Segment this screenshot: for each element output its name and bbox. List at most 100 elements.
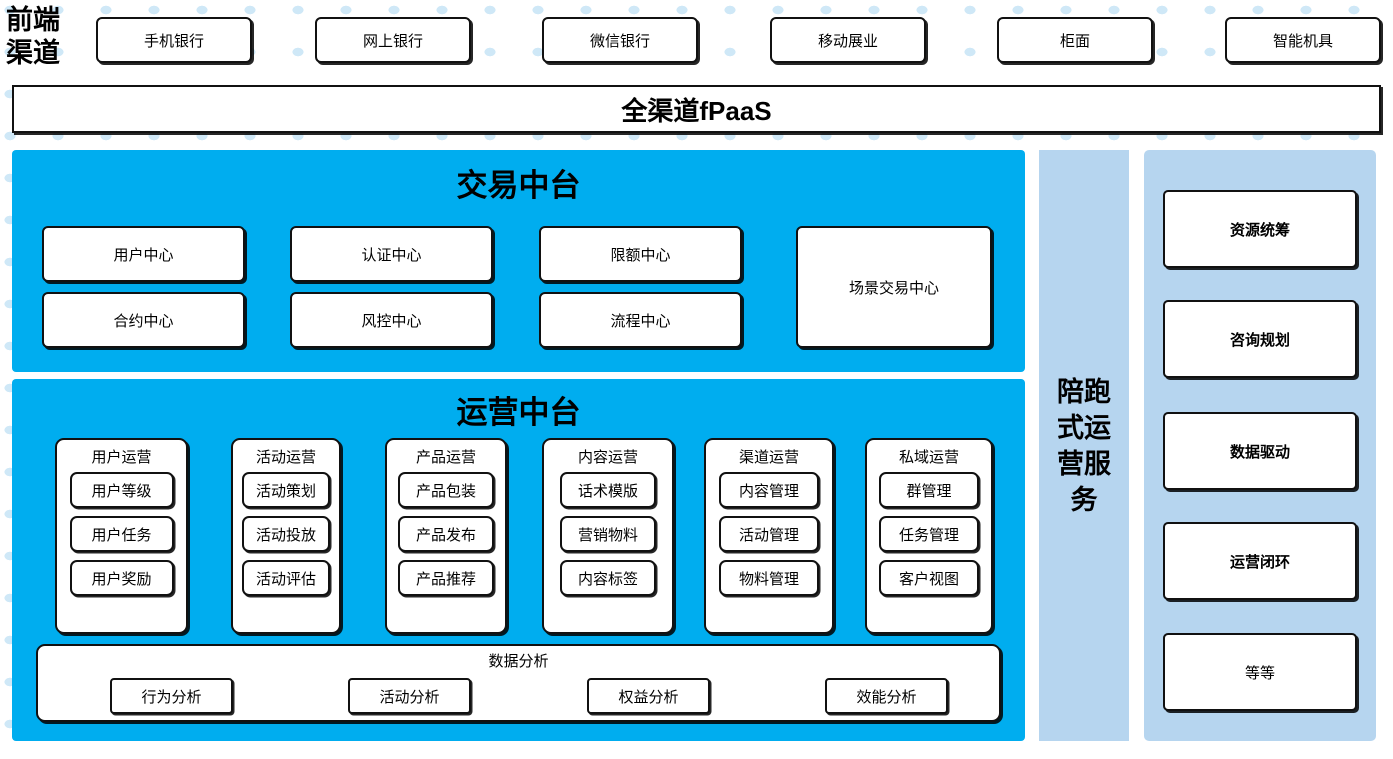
trade-box-auth-center[interactable]: 认证中心 xyxy=(290,226,493,282)
ops-item[interactable]: 任务管理 xyxy=(879,516,979,552)
ops-item[interactable]: 内容标签 xyxy=(560,560,656,596)
omnichannel-fpaas-label: 全渠道fPaaS xyxy=(621,95,772,126)
trade-box-process-center[interactable]: 流程中心 xyxy=(539,292,742,348)
data-analysis-item-label: 活动分析 xyxy=(379,688,440,706)
ops-column-private-domain-ops: 私域运营 群管理 任务管理 客户视图 xyxy=(865,438,993,634)
ops-item-label: 活动投放 xyxy=(255,526,316,544)
trade-box-label: 限额中心 xyxy=(610,246,671,264)
capability-box-label: 咨询规划 xyxy=(1229,331,1290,349)
ops-platform-title: 运营中台 xyxy=(456,395,581,430)
ops-item[interactable]: 产品推荐 xyxy=(398,560,494,596)
trade-box-label: 认证中心 xyxy=(361,246,422,264)
channel-item-label: 微信银行 xyxy=(589,32,650,50)
ops-item-label: 用户等级 xyxy=(91,482,152,500)
capability-box-label: 数据驱动 xyxy=(1229,443,1290,461)
ops-column-channel-ops: 渠道运营 内容管理 活动管理 物料管理 xyxy=(704,438,834,634)
data-analysis-item-behavior[interactable]: 行为分析 xyxy=(110,678,233,714)
channel-item-counter[interactable]: 柜面 xyxy=(997,17,1153,63)
ops-item[interactable]: 用户奖励 xyxy=(69,560,174,596)
ops-item[interactable]: 活动评估 xyxy=(242,560,330,596)
channel-item-label: 网上银行 xyxy=(362,32,423,50)
capability-box-label: 等等 xyxy=(1244,664,1275,682)
ops-item-label: 用户奖励 xyxy=(91,570,152,588)
accompanying-operation-service-label: 陪跑式运营服务 xyxy=(1057,376,1111,515)
capability-box-etc[interactable]: 等等 xyxy=(1163,633,1357,711)
channel-item-online-bank[interactable]: 网上银行 xyxy=(315,17,471,63)
front-end-channel-label-line-2: 渠道 xyxy=(6,38,60,68)
ops-column-title: 产品运营 xyxy=(415,449,476,466)
data-analysis-item-label: 效能分析 xyxy=(856,688,917,706)
ops-column-content-ops: 内容运营 话术模版 营销物料 内容标签 xyxy=(542,438,674,634)
ops-item[interactable]: 产品发布 xyxy=(398,516,494,552)
ops-item-label: 物料管理 xyxy=(738,570,799,588)
data-analysis-title: 数据分析 xyxy=(488,653,549,670)
data-analysis-item-rights[interactable]: 权益分析 xyxy=(587,678,710,714)
ops-item-label: 群管理 xyxy=(906,482,952,500)
trade-platform-panel: 交易中台 用户中心 认证中心 限额中心 合约中心 风控中心 流程中心 场景交易中… xyxy=(12,150,1025,372)
ops-item[interactable]: 产品包装 xyxy=(398,472,494,508)
channel-item-mobile-business[interactable]: 移动展业 xyxy=(770,17,926,63)
ops-column-user-ops: 用户运营 用户等级 用户任务 用户奖励 xyxy=(55,438,188,634)
capability-box-label: 运营闭环 xyxy=(1229,553,1290,571)
ops-item[interactable]: 活动策划 xyxy=(242,472,330,508)
ops-item-label: 产品包装 xyxy=(415,482,476,500)
capability-box-operation-closed-loop[interactable]: 运营闭环 xyxy=(1163,522,1357,600)
channel-item-smart-machine[interactable]: 智能机具 xyxy=(1225,17,1381,63)
channel-item-mobile-bank[interactable]: 手机银行 xyxy=(96,17,252,63)
data-analysis-item-activity[interactable]: 活动分析 xyxy=(348,678,471,714)
data-analysis-item-label: 行为分析 xyxy=(141,688,202,706)
ops-column-title: 活动运营 xyxy=(255,449,316,466)
ops-item[interactable]: 用户等级 xyxy=(69,472,174,508)
ops-item-label: 产品推荐 xyxy=(415,570,476,588)
capability-box-consulting-planning[interactable]: 咨询规划 xyxy=(1163,300,1357,378)
omnichannel-fpaas-bar[interactable]: 全渠道fPaaS xyxy=(12,85,1381,133)
ops-item[interactable]: 话术模版 xyxy=(560,472,656,508)
trade-box-label: 流程中心 xyxy=(610,312,671,330)
ops-item[interactable]: 用户任务 xyxy=(69,516,174,552)
channel-item-wechat-bank[interactable]: 微信银行 xyxy=(542,17,698,63)
trade-box-label: 场景交易中心 xyxy=(848,279,939,297)
data-analysis-item-label: 权益分析 xyxy=(618,688,679,706)
ops-item-label: 客户视图 xyxy=(898,570,959,588)
trade-box-contract-center[interactable]: 合约中心 xyxy=(42,292,245,348)
ops-column-title: 内容运营 xyxy=(577,449,638,466)
ops-item-label: 任务管理 xyxy=(898,526,959,544)
trade-box-label: 用户中心 xyxy=(113,246,174,264)
ops-item[interactable]: 活动投放 xyxy=(242,516,330,552)
capability-box-label: 资源统筹 xyxy=(1229,221,1290,239)
ops-column-activity-ops: 活动运营 活动策划 活动投放 活动评估 xyxy=(231,438,341,634)
front-end-channel-label-line-1: 前端 xyxy=(6,5,60,35)
channel-item-label: 智能机具 xyxy=(1272,32,1333,50)
ops-item-label: 话术模版 xyxy=(577,482,638,500)
ops-item[interactable]: 物料管理 xyxy=(719,560,819,596)
ops-item[interactable]: 活动管理 xyxy=(719,516,819,552)
trade-box-limit-center[interactable]: 限额中心 xyxy=(539,226,742,282)
ops-item-label: 活动策划 xyxy=(255,482,316,500)
ops-item[interactable]: 群管理 xyxy=(879,472,979,508)
ops-column-title: 用户运营 xyxy=(91,449,152,466)
capability-box-data-driven[interactable]: 数据驱动 xyxy=(1163,412,1357,490)
trade-box-risk-center[interactable]: 风控中心 xyxy=(290,292,493,348)
data-analysis-group: 数据分析 行为分析 活动分析 权益分析 效能分析 xyxy=(36,644,1001,722)
ops-item[interactable]: 营销物料 xyxy=(560,516,656,552)
trade-box-scenario-trade-center[interactable]: 场景交易中心 xyxy=(796,226,992,348)
front-end-channel-label: 前端 渠道 xyxy=(6,2,84,72)
ops-item-label: 活动管理 xyxy=(738,526,799,544)
ops-column-title: 私域运营 xyxy=(898,449,959,466)
ops-item[interactable]: 客户视图 xyxy=(879,560,979,596)
capability-box-resource-coordination[interactable]: 资源统筹 xyxy=(1163,190,1357,268)
ops-item-label: 产品发布 xyxy=(415,526,476,544)
ops-item-label: 内容管理 xyxy=(738,482,799,500)
trade-platform-title: 交易中台 xyxy=(456,168,581,203)
ops-column-product-ops: 产品运营 产品包装 产品发布 产品推荐 xyxy=(385,438,507,634)
ops-item-label: 内容标签 xyxy=(577,570,638,588)
data-analysis-item-efficiency[interactable]: 效能分析 xyxy=(825,678,948,714)
channel-item-label: 柜面 xyxy=(1059,32,1090,50)
ops-item-label: 用户任务 xyxy=(91,526,152,544)
ops-item[interactable]: 内容管理 xyxy=(719,472,819,508)
trade-box-user-center[interactable]: 用户中心 xyxy=(42,226,245,282)
trade-box-label: 合约中心 xyxy=(113,312,174,330)
ops-column-title: 渠道运营 xyxy=(738,449,799,466)
trade-box-label: 风控中心 xyxy=(361,312,422,330)
